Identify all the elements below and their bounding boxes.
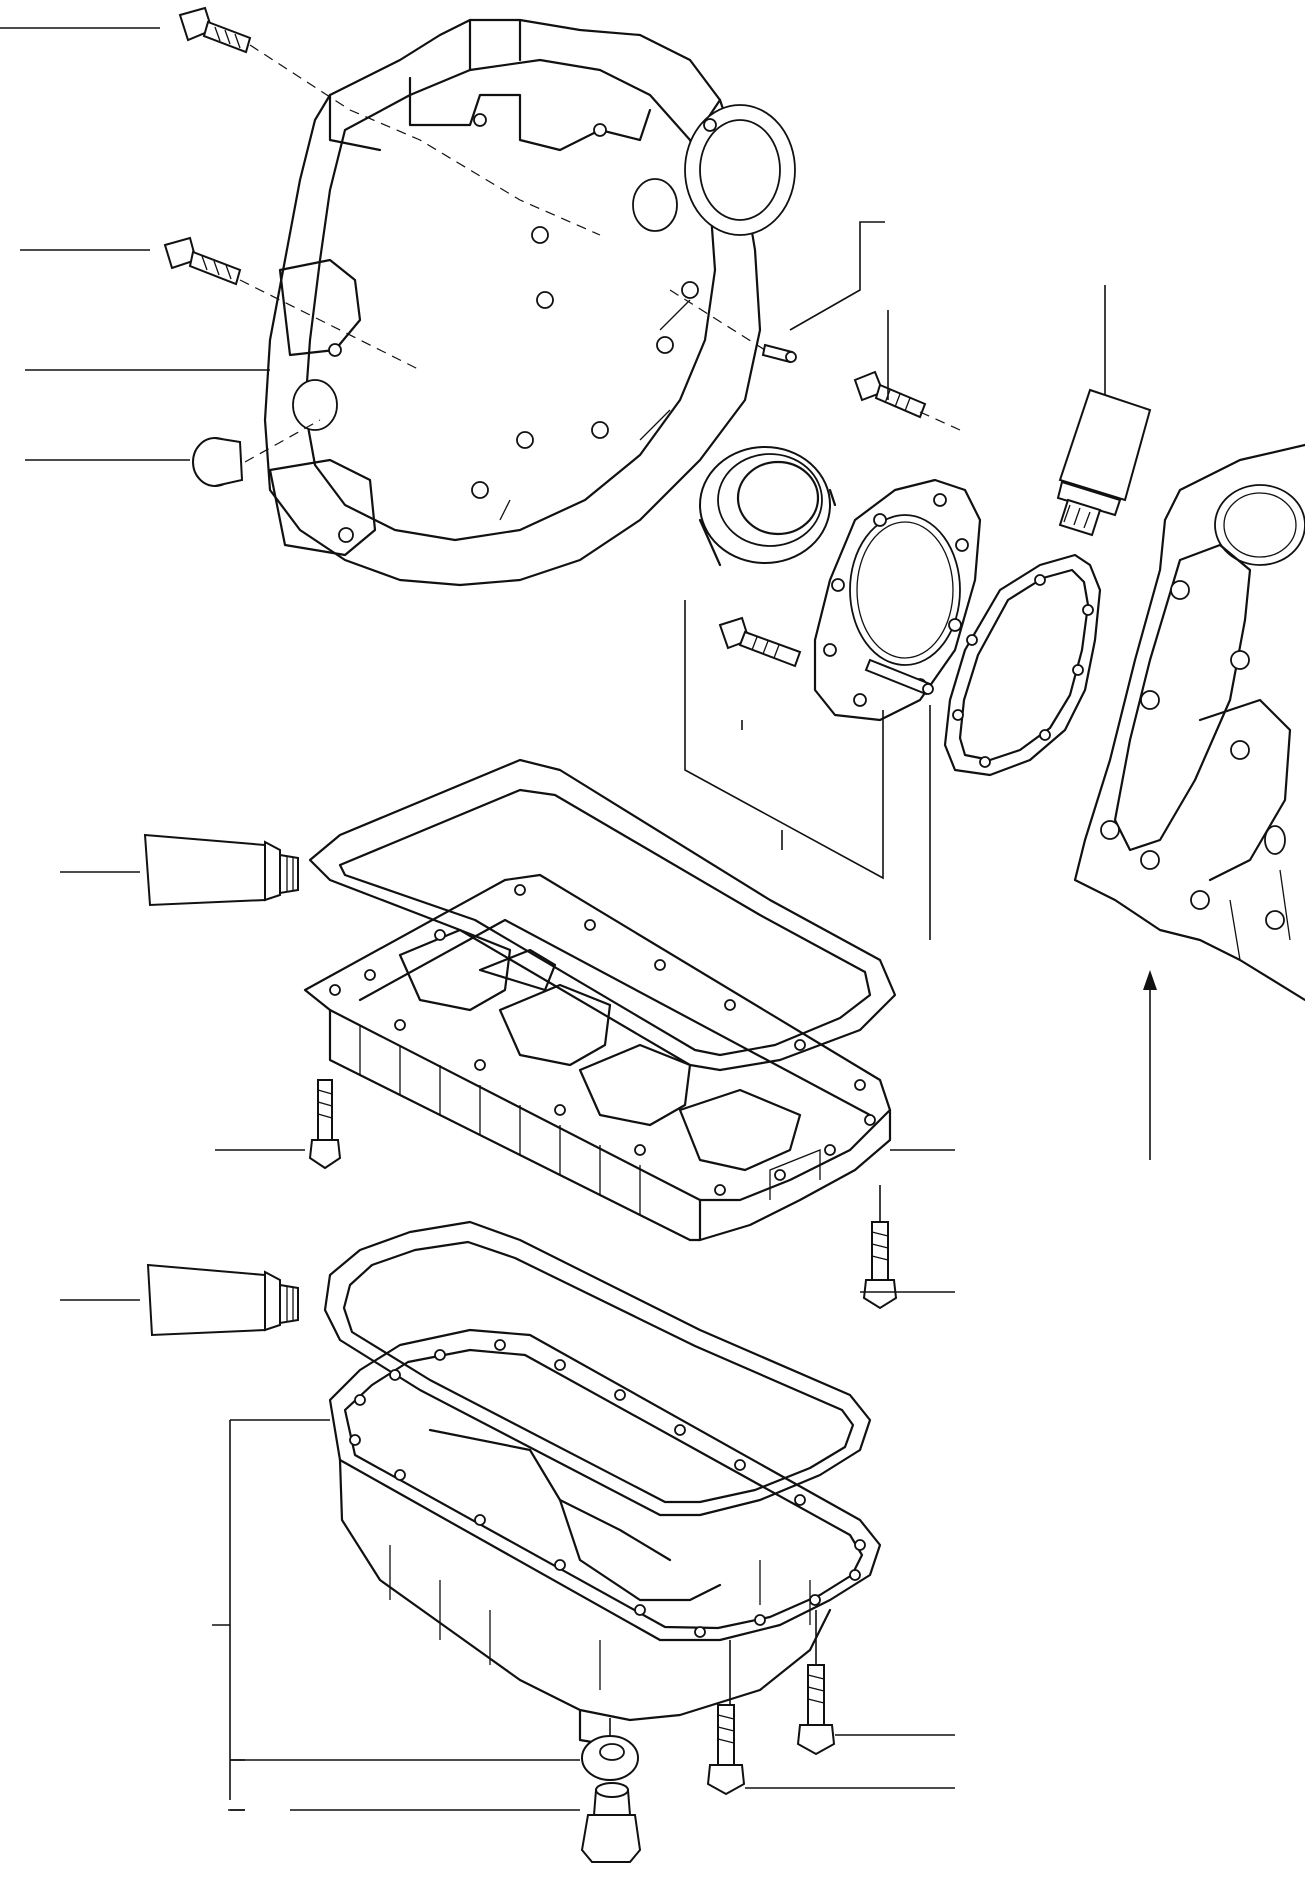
rear-seal-housing — [813, 478, 982, 722]
dowel-pin — [864, 658, 934, 696]
rear-oil-seal — [698, 446, 837, 567]
spacer-gasket — [308, 758, 897, 1072]
seal-housing-gasket — [943, 553, 1102, 777]
sealant-tube — [146, 1263, 299, 1337]
seal-housing-bolt — [853, 370, 927, 419]
sealant-tube — [1056, 388, 1152, 537]
cylinder-block — [1073, 443, 1305, 1002]
housing-bolt — [163, 236, 242, 286]
flywheel-housing — [263, 18, 796, 587]
oil-pan-gasket — [323, 1220, 872, 1517]
oil-pan-spacer — [303, 873, 892, 1242]
oil-pan-bolt — [706, 1704, 746, 1796]
drain-plug — [580, 1782, 642, 1863]
sealant-tube — [143, 833, 299, 907]
direction-arrow-icon — [1143, 970, 1157, 990]
oil-pan — [328, 1328, 882, 1747]
spacer-bolt — [308, 1079, 342, 1170]
leader-lines — [0, 27, 1157, 1811]
oil-pan-bolt — [796, 1664, 836, 1756]
dowel-pin — [761, 343, 797, 364]
housing-bolt — [178, 6, 252, 54]
spacer-bolt — [862, 1221, 898, 1310]
housing-plug — [192, 437, 244, 487]
seal-housing-bolt — [718, 616, 802, 668]
drain-plug-washer — [581, 1735, 639, 1781]
